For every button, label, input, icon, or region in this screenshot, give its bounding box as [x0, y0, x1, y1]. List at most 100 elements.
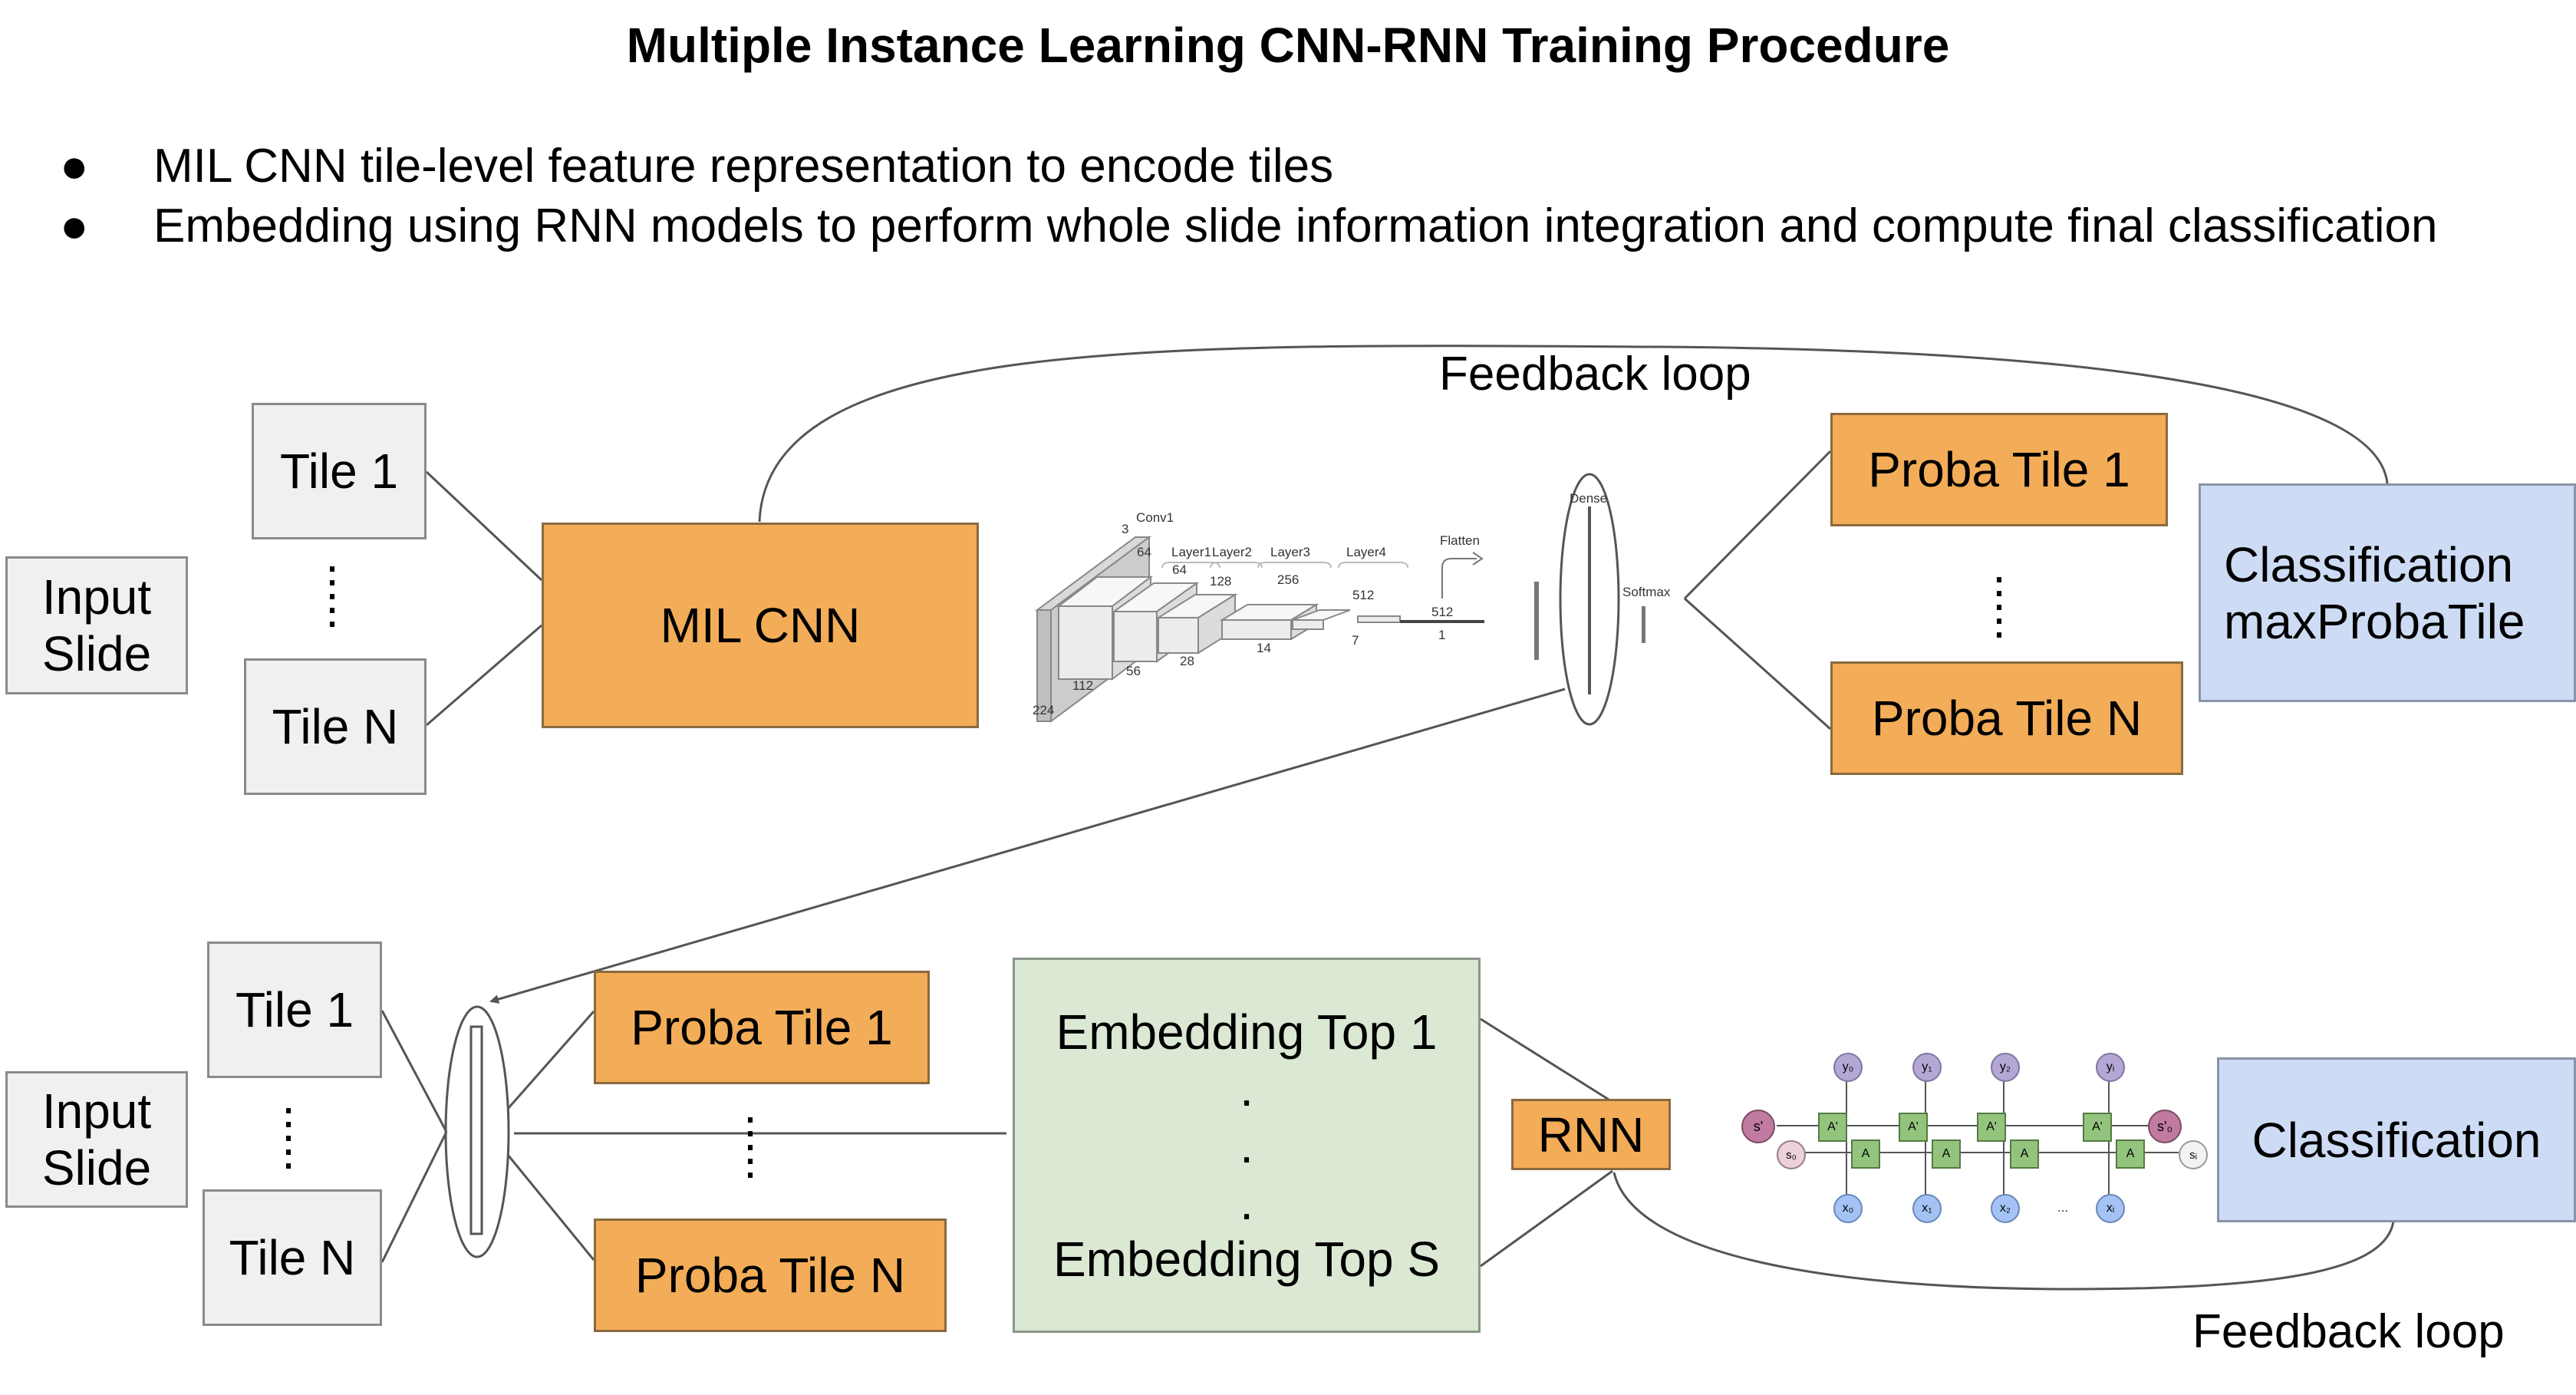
mil-cnn-box: MIL CNN: [542, 523, 979, 728]
rnn-input-label: x₂: [1999, 1202, 2011, 1215]
cnn-label-layer4: Layer4: [1346, 545, 1386, 559]
rnn-cell-label: A: [2020, 1147, 2029, 1160]
rnn-ellipsis: ...: [2057, 1200, 2069, 1215]
rnn-state-label: s₀: [1786, 1148, 1797, 1162]
cnn-label-64a: 64: [1137, 545, 1151, 559]
rnn-state-node: sᵢ: [2179, 1140, 2208, 1169]
tile-1-box: Tile 1: [252, 403, 427, 539]
dense-label: Dense: [1570, 491, 1608, 506]
rnn-backward-cell: A': [1818, 1113, 1847, 1142]
cnn-label-14: 14: [1257, 641, 1271, 655]
classification-box: Classification: [2217, 1057, 2576, 1222]
dense-layer-ellipse: [1559, 473, 1620, 726]
cnn-label-128: 128: [1210, 574, 1232, 589]
rnn-output-label: y₀: [1842, 1060, 1854, 1073]
tile-1-label: Tile 1: [235, 982, 354, 1037]
rnn-input-label: x₀: [1842, 1202, 1854, 1215]
vertical-ellipsis: ·····: [1991, 549, 2008, 659]
rnn-label: RNN: [1537, 1106, 1645, 1162]
cnn-label-7: 7: [1352, 633, 1359, 648]
cnn-label-layer2: Layer2: [1212, 545, 1252, 559]
bullet-list: ● MIL CNN tile-level feature representat…: [60, 137, 2438, 256]
rnn-cell-label: A': [1827, 1120, 1838, 1133]
rnn-input-node: x₀: [1833, 1194, 1863, 1223]
input-slide-box: Input Slide: [5, 556, 188, 694]
rnn-backward-cell: A': [1977, 1113, 2006, 1142]
rnn-input-node: x₂: [1991, 1194, 2020, 1223]
mil-cnn-label: MIL CNN: [660, 598, 861, 653]
rnn-output-label: yᵢ: [2106, 1060, 2115, 1073]
softmax-label: Softmax: [1622, 585, 1671, 599]
classification-label: Classification: [2252, 1112, 2541, 1168]
rnn-forward-cell: A: [1932, 1139, 1961, 1169]
rnn-cell-label: A': [1908, 1120, 1919, 1133]
rnn-forward-cell: A: [2116, 1139, 2145, 1169]
proba-tile-n-label: Proba Tile N: [634, 1248, 906, 1303]
tile-n-label: Tile N: [272, 699, 399, 754]
cnn-label-conv1: Conv1: [1136, 510, 1174, 525]
rnn-backward-cell: A': [2083, 1113, 2112, 1142]
tile-n-label: Tile N: [229, 1230, 356, 1285]
connector-line: [380, 1131, 448, 1263]
bullet-text: MIL CNN tile-level feature representatio…: [153, 140, 1334, 193]
cnn-label-56: 56: [1126, 664, 1141, 678]
rnn-state-label: s': [1753, 1118, 1764, 1134]
cnn-label-layer3: Layer3: [1270, 545, 1310, 559]
vertical-ellipsis: ·····: [324, 538, 341, 648]
rnn-cell-label: A': [2092, 1120, 2103, 1133]
transfer-arrow: [489, 688, 1566, 1004]
cnn-label-512a: 512: [1352, 588, 1375, 602]
cnn-label-layer1: Layer1: [1171, 545, 1211, 559]
embedding-box: Embedding Top 1 . . . Embedding Top S: [1013, 958, 1481, 1333]
cnn-label-512b: 512: [1431, 605, 1454, 619]
rnn-state-node: s'₀: [2148, 1110, 2182, 1143]
feedback-loop-label: Feedback loop: [1439, 348, 1751, 401]
tile-n-box: Tile N: [203, 1189, 382, 1326]
feedback-loop-arc: [1612, 1172, 2395, 1291]
bullet-item: ● MIL CNN tile-level feature representat…: [60, 137, 2438, 196]
rnn-input-node: xᵢ: [2096, 1194, 2125, 1223]
cnn-label-256: 256: [1277, 572, 1300, 587]
aggregation-ellipse: [444, 1005, 510, 1258]
connector-line: [1683, 450, 1832, 600]
proba-tile-n-label: Proba Tile N: [1871, 691, 2143, 746]
cnn-label-64b: 64: [1172, 562, 1187, 577]
proba-tile-1-label: Proba Tile 1: [1868, 442, 2130, 497]
embedding-dot: .: [1240, 1060, 1253, 1116]
embedding-top-1-label: Embedding Top 1: [1056, 1004, 1438, 1060]
rnn-state-label: s'₀: [2157, 1118, 2172, 1134]
tile-1-box: Tile 1: [207, 942, 382, 1078]
rnn-cell-label: A': [1986, 1120, 1997, 1133]
rnn-output-node: y₁: [1912, 1053, 1942, 1082]
connector-line: [506, 1011, 595, 1110]
connector-line: [506, 1154, 595, 1261]
connector-line: [1480, 1169, 1613, 1268]
rnn-output-label: y₂: [1999, 1060, 2011, 1073]
rnn-forward-cell: A: [2010, 1139, 2039, 1169]
cnn-label-3: 3: [1122, 522, 1129, 536]
rnn-output-node: y₂: [1991, 1053, 2020, 1082]
classification-max-box: Classification maxProbaTile: [2199, 483, 2576, 702]
rnn-cell-label: A: [1942, 1147, 1951, 1160]
input-slide-label: Input Slide: [41, 569, 152, 681]
proba-tile-1-box: Proba Tile 1: [594, 971, 930, 1084]
proba-tile-n-box: Proba Tile N: [594, 1219, 947, 1332]
vertical-ellipsis: ·····: [742, 1089, 759, 1199]
rnn-box: RNN: [1511, 1099, 1671, 1170]
bullet-marker: ●: [60, 140, 89, 193]
connector-line: [425, 470, 543, 582]
tile-n-box: Tile N: [244, 658, 427, 795]
rnn-input-label: xᵢ: [2106, 1202, 2115, 1215]
classification-max-label: Classification maxProbaTile: [2224, 536, 2525, 649]
embedding-top-s-label: Embedding Top S: [1052, 1231, 1441, 1287]
tile-1-label: Tile 1: [279, 444, 399, 499]
connector-line: [1683, 597, 1832, 730]
rnn-state-node: s₀: [1777, 1140, 1806, 1169]
embedding-dot: .: [1240, 1117, 1253, 1173]
input-slide-label: Input Slide: [41, 1083, 152, 1195]
feedback-loop-arc: [758, 345, 2389, 523]
cnn-label-flatten: Flatten: [1440, 533, 1480, 548]
connector-line: [1480, 1017, 1613, 1103]
cnn-label-1: 1: [1438, 628, 1446, 642]
